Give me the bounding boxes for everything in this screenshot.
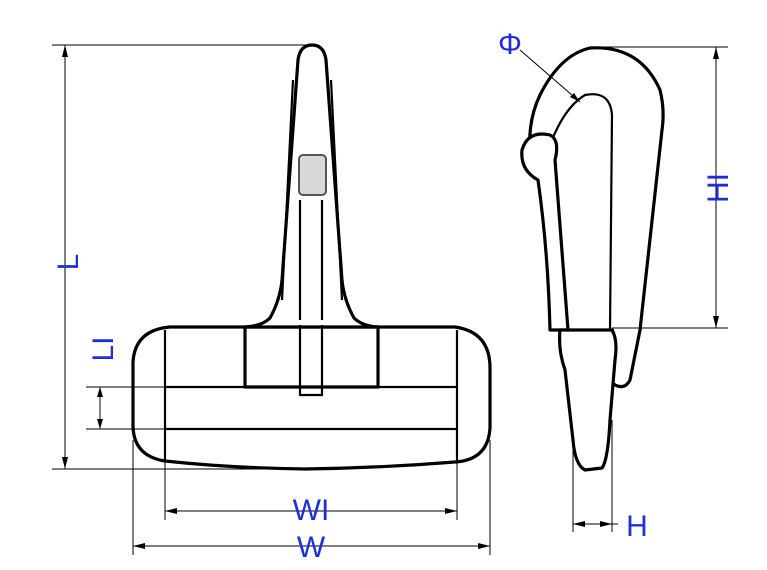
dimension-lines [52, 44, 728, 555]
dim-hi-arrow-top [713, 47, 719, 59]
label-li: LI [87, 336, 120, 361]
dim-h-arrow-right [600, 521, 612, 527]
front-view [131, 43, 492, 471]
gate-spring [298, 154, 327, 196]
dim-w-arrow-left [133, 543, 145, 549]
hook-inner-left [280, 79, 295, 301]
side-view [520, 46, 665, 472]
dimension-labels: L LI WI W HI H Φ [52, 28, 735, 564]
center-block [243, 325, 380, 389]
label-h: H [626, 510, 648, 543]
side-lower-body [557, 328, 618, 472]
dim-phi-leader [519, 49, 581, 103]
side-gate [520, 132, 570, 332]
dim-li-arrow-top [97, 387, 103, 397]
hook-inner-right [329, 79, 344, 301]
buckle-bar [131, 325, 492, 471]
hook-slot [298, 325, 324, 397]
dim-wi-arrow-left [165, 508, 177, 514]
label-w: W [297, 531, 326, 564]
dim-l-arrow-bottom [62, 457, 68, 469]
dim-hi-arrow-bottom [713, 316, 719, 328]
dim-l-arrow-top [62, 45, 68, 57]
label-phi: Φ [498, 28, 522, 61]
side-hook-inner [543, 93, 614, 331]
dim-wi-arrow-right [445, 508, 457, 514]
dim-li-arrow-bottom [97, 419, 103, 429]
label-wi: WI [293, 494, 330, 527]
dim-h-arrow-left [573, 521, 585, 527]
label-hi: HI [702, 173, 735, 203]
dim-w-arrow-right [478, 543, 490, 549]
label-l: L [52, 254, 85, 271]
dim-phi-arrow [570, 93, 580, 102]
